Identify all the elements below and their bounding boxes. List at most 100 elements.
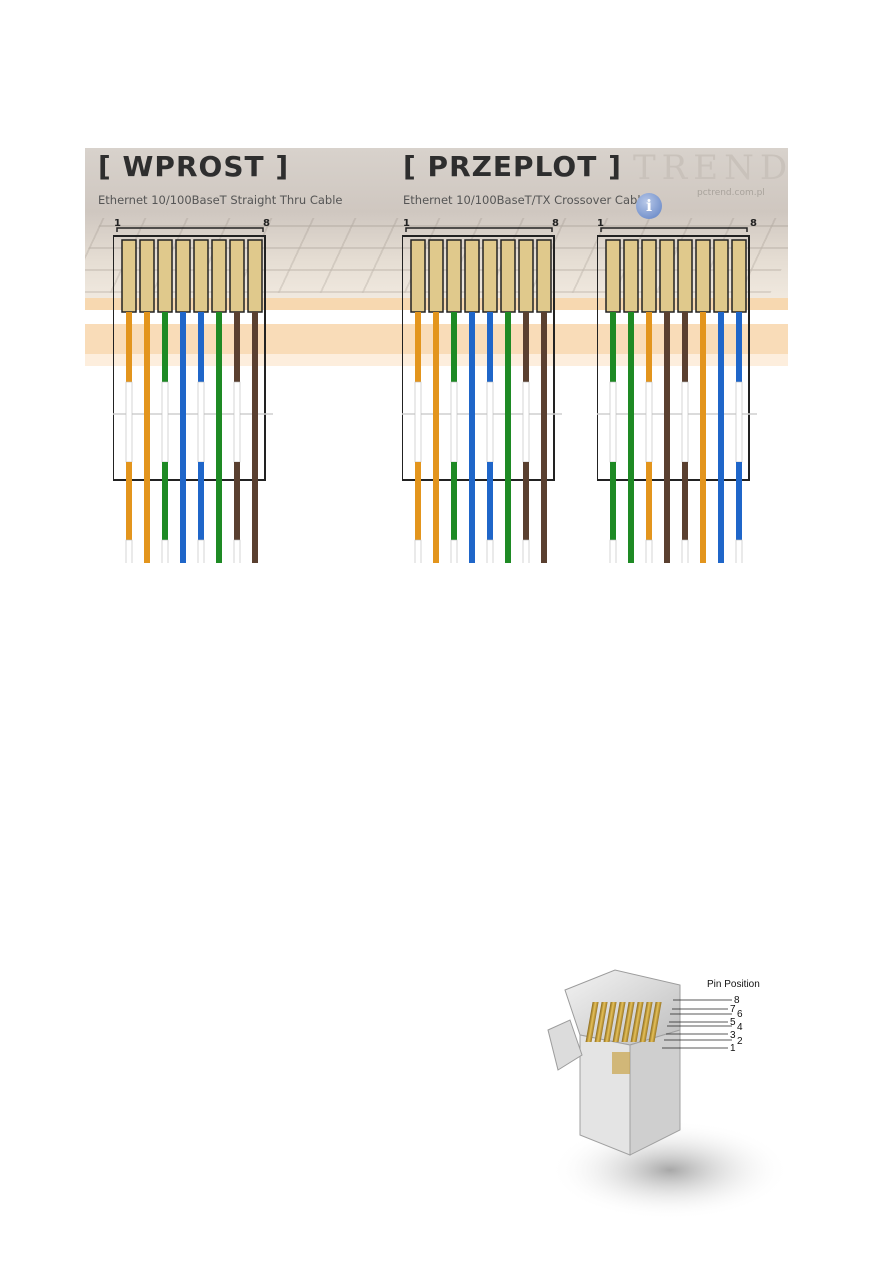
wire-white-brown <box>233 381 241 463</box>
wire-white-brown <box>682 312 688 382</box>
pin-contact <box>428 239 444 313</box>
wire-white-blue <box>198 462 204 540</box>
crossover-connector-right <box>597 227 757 563</box>
pin-number-last: 8 <box>750 218 757 229</box>
brand-logo: TREND <box>633 148 788 188</box>
wire-white-blue <box>735 539 743 563</box>
wire-white-blue <box>487 312 493 382</box>
pin-number-first: 1 <box>597 218 604 229</box>
wire-green <box>216 312 222 563</box>
wire-brown <box>252 312 258 563</box>
wire-white-brown <box>234 462 240 540</box>
pin-contact <box>500 239 516 313</box>
pin-label-1: 1 <box>730 1043 736 1054</box>
pin-label-3: 3 <box>730 1030 736 1041</box>
crossover-title: [ PRZEPLOT ] <box>403 150 622 183</box>
brand-url: pctrend.com.pl <box>697 188 765 198</box>
pin-contact <box>518 239 534 313</box>
wire-white-orange <box>415 312 421 382</box>
wire-white-orange <box>645 539 653 563</box>
pin-number-first: 1 <box>114 218 121 229</box>
pin-contact <box>659 239 675 313</box>
pin-contact <box>121 239 137 313</box>
cable-diagram: [ WPROST ] Ethernet 10/100BaseT Straight… <box>85 148 788 563</box>
wire-white-blue <box>735 381 743 463</box>
pin-label-7: 7 <box>730 1004 736 1015</box>
wire-white-orange <box>414 539 422 563</box>
pin-bracket <box>116 227 264 232</box>
pin-contact <box>695 239 711 313</box>
pin-contact <box>446 239 462 313</box>
pin-contact <box>464 239 480 313</box>
pin-number-last: 8 <box>263 218 270 229</box>
pin-contact <box>605 239 621 313</box>
connector-housing <box>597 235 750 481</box>
wire-white-blue <box>486 381 494 463</box>
wire-white-green <box>162 312 168 382</box>
wire-blue <box>469 312 475 563</box>
wire-white-orange <box>415 462 421 540</box>
wire-orange <box>700 312 706 563</box>
wire-white-green <box>610 312 616 382</box>
crossover-connector-left <box>402 227 562 563</box>
crossover-subtitle: Ethernet 10/100BaseT/TX Crossover Cable <box>403 193 648 207</box>
pin-label-5: 5 <box>730 1017 736 1028</box>
wire-white-brown <box>523 462 529 540</box>
wire-white-blue <box>486 539 494 563</box>
wire-white-green <box>161 539 169 563</box>
wire-green <box>628 312 634 563</box>
pin-number-first: 1 <box>403 218 410 229</box>
pin-contact <box>247 239 263 313</box>
wire-blue <box>718 312 724 563</box>
wire-blue <box>180 312 186 563</box>
info-icon: i <box>636 193 662 219</box>
wire-white-blue <box>736 462 742 540</box>
wire-orange <box>144 312 150 563</box>
wire-white-blue <box>736 312 742 382</box>
wire-white-brown <box>682 462 688 540</box>
wire-white-green <box>450 539 458 563</box>
wire-green <box>505 312 511 563</box>
wire-white-green <box>609 381 617 463</box>
pin-position-title: Pin Position <box>707 979 760 990</box>
wire-white-green <box>610 462 616 540</box>
wire-white-green <box>451 312 457 382</box>
wire-white-blue <box>487 462 493 540</box>
wire-white-brown <box>681 381 689 463</box>
pin-bracket <box>600 227 748 232</box>
pin-contact <box>157 239 173 313</box>
wire-white-brown <box>523 312 529 382</box>
wire-white-brown <box>234 312 240 382</box>
pin-label-4: 4 <box>737 1022 743 1033</box>
wire-white-orange <box>126 462 132 540</box>
straight-connector <box>113 227 273 563</box>
connector-housing <box>402 235 555 481</box>
wire-brown <box>664 312 670 563</box>
pin-contact <box>536 239 552 313</box>
pin-contact <box>731 239 747 313</box>
wire-white-orange <box>646 462 652 540</box>
wire-white-green <box>162 462 168 540</box>
pin-contact <box>211 239 227 313</box>
wire-white-green <box>450 381 458 463</box>
wire-white-blue <box>198 312 204 382</box>
wire-white-green <box>609 539 617 563</box>
connector-housing <box>113 235 266 481</box>
pin-contact <box>139 239 155 313</box>
pin-bracket <box>405 227 553 232</box>
wire-white-brown <box>522 381 530 463</box>
wire-white-brown <box>233 539 241 563</box>
pin-contact <box>623 239 639 313</box>
pin-contact <box>229 239 245 313</box>
wire-white-orange <box>125 539 133 563</box>
pin-contact <box>193 239 209 313</box>
wire-white-brown <box>522 539 530 563</box>
pin-contact <box>482 239 498 313</box>
wire-white-orange <box>126 312 132 382</box>
rj45-plug-image <box>547 969 790 1220</box>
wire-white-orange <box>645 381 653 463</box>
wire-orange <box>433 312 439 563</box>
wire-white-orange <box>414 381 422 463</box>
wire-white-blue <box>197 539 205 563</box>
wire-white-orange <box>125 381 133 463</box>
